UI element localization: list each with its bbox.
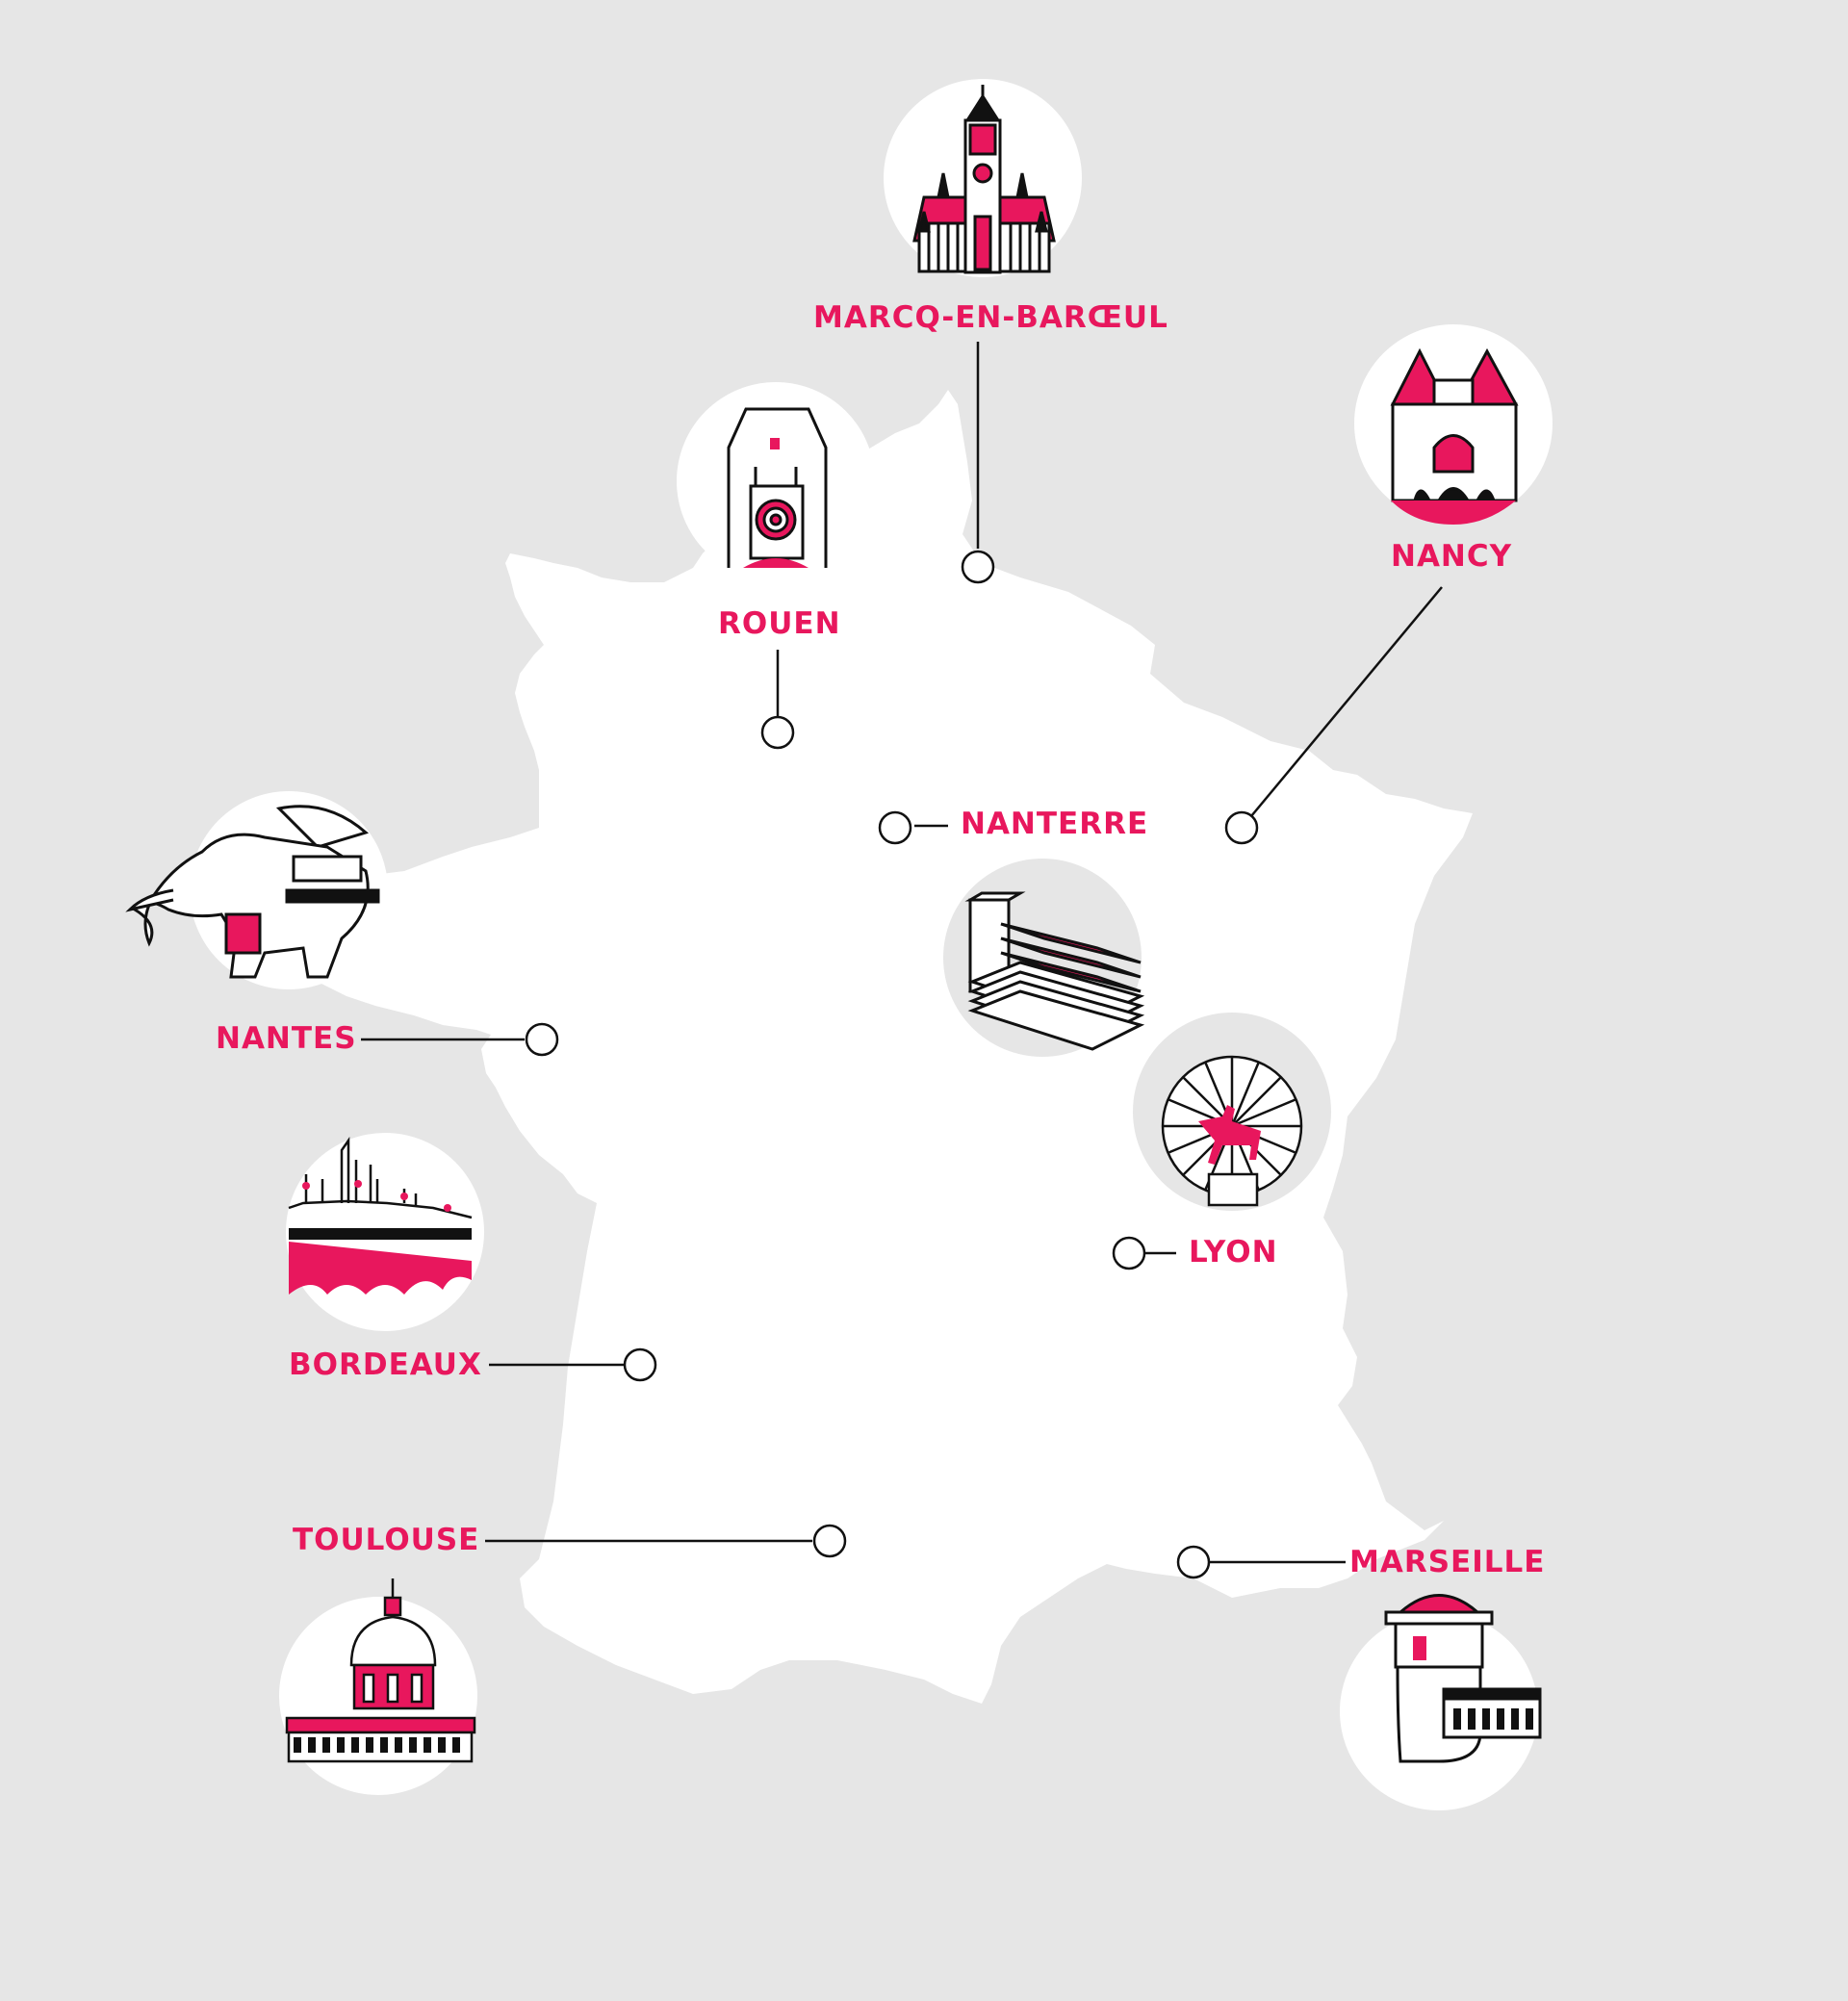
pin-bordeaux[interactable]: [623, 1347, 657, 1382]
france-outline: [202, 390, 1473, 1704]
city-label-bordeaux[interactable]: BORDEAUX: [289, 1347, 482, 1382]
pin-toulouse[interactable]: [812, 1524, 847, 1558]
pin-nancy[interactable]: [1224, 810, 1259, 845]
dome-de-la-grave-icon: [279, 1578, 477, 1795]
city-label-lyon[interactable]: LYON: [1189, 1235, 1278, 1270]
gros-horloge-icon: [677, 382, 875, 580]
pin-nantes[interactable]: [525, 1022, 559, 1057]
pin-marseille[interactable]: [1176, 1545, 1211, 1579]
pin-marcq[interactable]: [961, 550, 995, 584]
city-label-rouen[interactable]: ROUEN: [718, 606, 841, 641]
porte-de-la-craffe-icon: [1354, 324, 1553, 525]
pin-lyon[interactable]: [1112, 1236, 1146, 1270]
pin-nanterre[interactable]: [878, 810, 912, 845]
mechanical-elephant-icon: [125, 791, 388, 989]
la-defense-building-icon: [943, 859, 1145, 1057]
city-label-nantes[interactable]: NANTES: [216, 1021, 357, 1056]
leader-lines: [361, 342, 1443, 1564]
ferris-wheel-statue-icon: [1133, 1013, 1331, 1211]
city-label-marcq[interactable]: MARCQ-EN-BARŒUL: [813, 300, 1168, 335]
pin-rouen[interactable]: [760, 715, 795, 750]
city-label-marseille[interactable]: MARSEILLE: [1349, 1545, 1546, 1579]
city-label-nanterre[interactable]: NANTERRE: [961, 807, 1149, 841]
pont-de-pierre-icon: [286, 1133, 484, 1331]
fort-saint-jean-icon: [1340, 1594, 1542, 1810]
lille-belfry-icon: [884, 79, 1082, 277]
city-label-toulouse[interactable]: TOULOUSE: [293, 1523, 480, 1557]
city-label-nancy[interactable]: NANCY: [1391, 539, 1513, 574]
